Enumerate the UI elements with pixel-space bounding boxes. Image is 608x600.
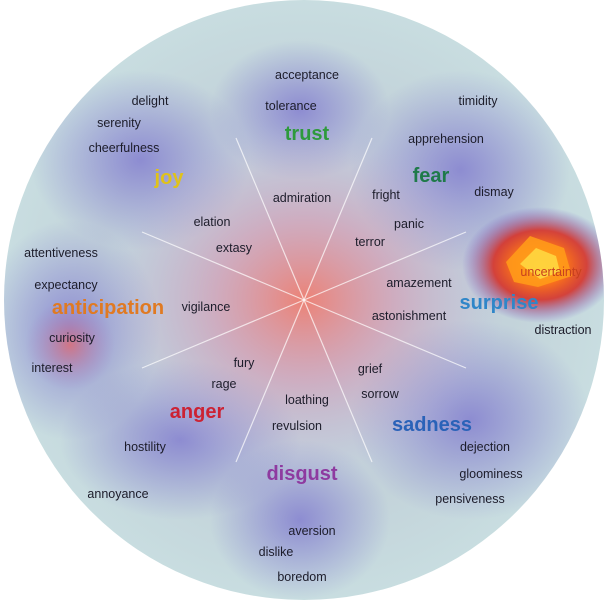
- word-dislike: dislike: [258, 544, 294, 559]
- word-serenity: serenity: [97, 115, 141, 130]
- word-astonishment: astonishment: [371, 308, 447, 323]
- word-expectancy: expectancy: [34, 277, 98, 292]
- sector-dividers: [141, 137, 467, 463]
- word-dejection: dejection: [459, 439, 511, 454]
- emotion-anticipation: anticipation: [51, 297, 165, 319]
- word-annoyance: annoyance: [87, 486, 149, 501]
- word-hostility: hostility: [124, 439, 166, 454]
- word-revulsion: revulsion: [271, 418, 323, 433]
- word-admiration: admiration: [272, 190, 332, 205]
- word-curiosity: curiosity: [49, 330, 95, 345]
- word-dismay: dismay: [474, 184, 514, 199]
- word-acceptance: acceptance: [275, 67, 339, 82]
- word-interest: interest: [31, 360, 73, 375]
- word-cheerfulness: cheerfulness: [88, 140, 160, 155]
- word-boredom: boredom: [277, 569, 327, 584]
- word-extasy: extasy: [215, 240, 253, 255]
- word-tolerance: tolerance: [265, 98, 317, 113]
- word-distraction: distraction: [534, 322, 592, 337]
- word-loathing: loathing: [285, 392, 329, 407]
- word-vigilance: vigilance: [181, 299, 231, 314]
- emotion-surprise: surprise: [459, 292, 539, 314]
- word-rage: rage: [211, 376, 237, 391]
- word-amazement: amazement: [386, 275, 452, 290]
- heat-warm-spot: [25, 300, 115, 390]
- word-timidity: timidity: [458, 93, 498, 108]
- word-apprehension: apprehension: [408, 131, 484, 146]
- emotion-disgust: disgust: [266, 463, 338, 485]
- word-attentiveness: attentiveness: [24, 245, 98, 260]
- emotion-sadness: sadness: [391, 414, 473, 436]
- heat-purple-blob: [210, 440, 390, 600]
- word-delight: delight: [131, 93, 169, 108]
- word-gloominess: gloominess: [459, 466, 523, 481]
- emotion-trust: trust: [284, 123, 330, 145]
- word-fright: fright: [372, 187, 400, 202]
- emotion-anger: anger: [169, 401, 225, 423]
- heat-hot-core: [520, 248, 560, 279]
- word-grief: grief: [357, 361, 383, 376]
- word-panic: panic: [394, 216, 424, 231]
- word-fury: fury: [233, 355, 255, 370]
- word-terror: terror: [355, 234, 385, 249]
- word-sorrow: sorrow: [361, 386, 399, 401]
- emotion-joy: joy: [154, 167, 184, 189]
- word-elation: elation: [193, 214, 231, 229]
- word-aversion: aversion: [288, 523, 336, 538]
- word-uncertainty: uncertainty: [520, 264, 582, 279]
- word-pensiveness: pensiveness: [435, 491, 505, 506]
- emotion-fear: fear: [412, 165, 450, 187]
